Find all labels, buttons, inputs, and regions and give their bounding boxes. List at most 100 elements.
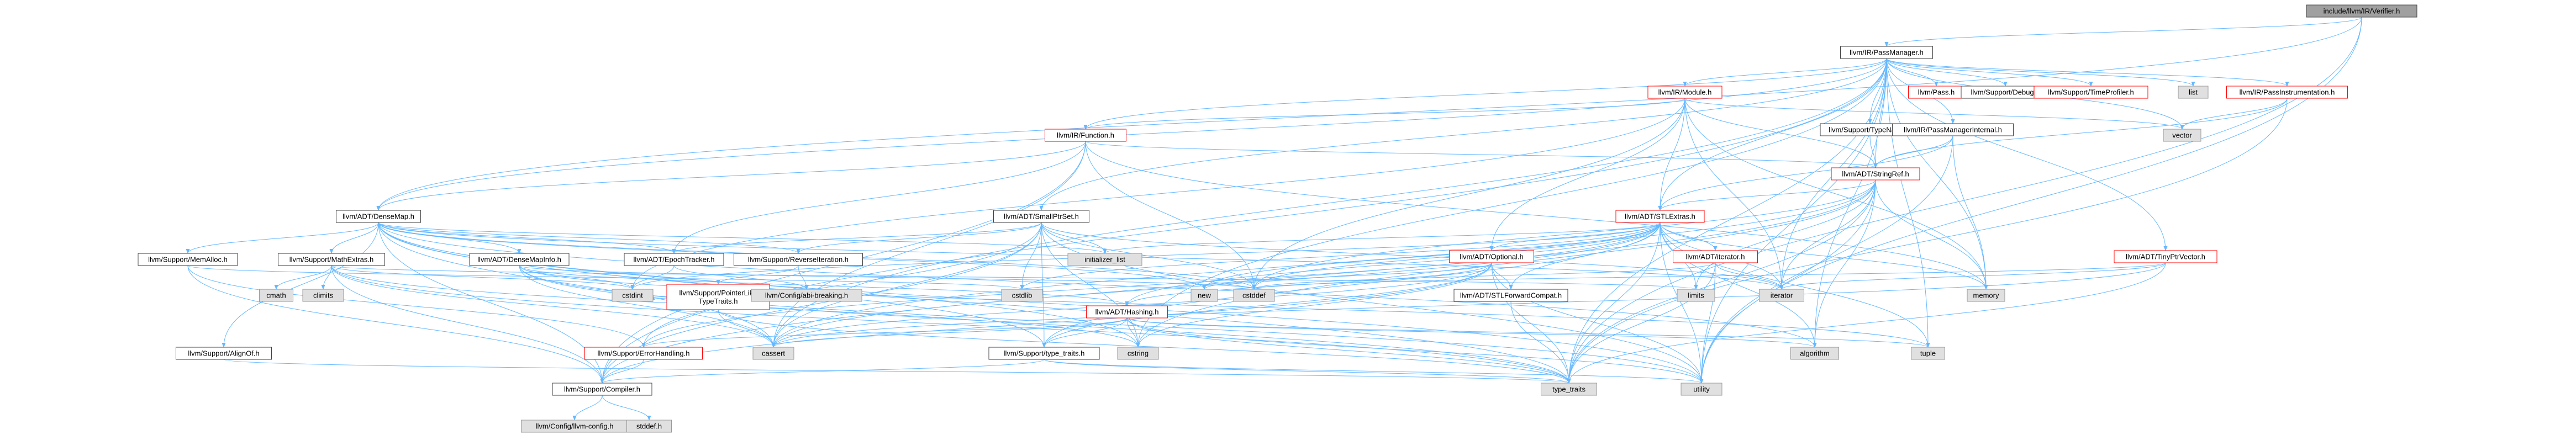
edge-densemap-to-compiler — [378, 222, 604, 384]
node-passinstr[interactable]: llvm/IR/PassInstrumentation.h — [2226, 86, 2348, 99]
node-mathextras[interactable]: llvm/Support/MathExtras.h — [278, 253, 385, 266]
edge-mathextras-to-cmath — [274, 265, 332, 290]
edge-memalloc-to-compiler — [187, 265, 604, 384]
edge-optional-to-hashing — [1125, 262, 1492, 306]
node-densemap[interactable]: llvm/ADT/DenseMap.h — [336, 210, 421, 223]
node-label: llvm/ADT/STLExtras.h — [1625, 213, 1695, 221]
node-reverseiter[interactable]: llvm/Support/ReverseIteration.h — [734, 253, 863, 266]
node-type_traits: type_traits — [1541, 383, 1597, 396]
node-new: new — [1190, 289, 1218, 302]
node-box — [584, 347, 703, 360]
edge-densemap-to-epoch — [378, 222, 676, 254]
edge-densemap-to-utility — [378, 222, 1704, 384]
edge-optional-to-typetraits_llvm — [1042, 262, 1492, 348]
node-label: climits — [313, 291, 334, 300]
node-densemapinfo[interactable]: llvm/ADT/DenseMapInfo.h — [469, 253, 570, 266]
node-box — [752, 347, 794, 360]
node-errorhandling[interactable]: llvm/Support/ErrorHandling.h — [584, 347, 703, 360]
edge-stringref-to-limits — [1694, 179, 1876, 290]
node-box — [993, 210, 1089, 223]
node-memalloc[interactable]: llvm/Support/MemAlloc.h — [138, 253, 238, 266]
edge-typetraits_llvm-to-type_traits — [1044, 359, 1571, 384]
edge-stlextras-to-new — [1202, 222, 1661, 290]
edge-stringref-to-compiler — [600, 179, 1876, 384]
node-box — [302, 289, 344, 302]
edge-densemapinfo-to-utility — [519, 265, 1704, 384]
node-box — [1117, 347, 1159, 360]
node-box — [1001, 289, 1043, 302]
edge-module-to-stringref — [1684, 98, 1878, 168]
node-box — [1967, 289, 2005, 302]
node-label: include/llvm/IR/Verifier.h — [2324, 7, 2400, 15]
edge-reverseiter-to-ptrlike — [716, 265, 799, 285]
edge-passinstr-to-stringref — [1873, 98, 2288, 168]
edge-stlextras-to-typetraits_llvm — [1042, 222, 1661, 348]
node-verifier[interactable]: include/llvm/IR/Verifier.h — [2306, 4, 2417, 18]
edge-smallptrset-to-cstdlib — [1020, 222, 1042, 290]
edge-stringref-to-memory — [1875, 179, 1988, 290]
node-box — [734, 253, 863, 266]
edge-densemap-to-cassert — [378, 222, 776, 348]
node-smallptrset[interactable]: llvm/ADT/SmallPtrSet.h — [993, 210, 1089, 223]
node-label: llvm/ADT/Hashing.h — [1095, 308, 1159, 316]
edge-stringref-to-cstddef — [1252, 179, 1876, 290]
node-typetraits_llvm[interactable]: llvm/Support/type_traits.h — [988, 347, 1100, 360]
edge-module-to-cstdint — [630, 98, 1685, 290]
node-optional[interactable]: llvm/ADT/Optional.h — [1449, 250, 1534, 263]
node-box — [1045, 129, 1126, 142]
node-box — [612, 289, 654, 302]
edge-mathextras-to-limits — [331, 265, 1698, 290]
node-module[interactable]: llvm/IR/Module.h — [1647, 86, 1722, 99]
node-cassert: cassert — [752, 347, 794, 360]
node-box — [626, 420, 672, 433]
node-compiler[interactable]: llvm/Support/Compiler.h — [552, 383, 652, 396]
edge-passmanager-to-memory — [1886, 58, 1988, 290]
node-label: llvm/Support/TypeName.h — [1829, 126, 1911, 134]
node-debug[interactable]: llvm/Support/Debug.h — [1961, 86, 2050, 99]
node-abibreak: llvm/Config/abi-breaking.h — [751, 289, 862, 302]
edge-densemapinfo-to-type_traits — [519, 265, 1571, 384]
edge-passmanager-to-tinyptrvector — [1886, 58, 2168, 251]
edge-function-to-memory — [1085, 141, 1988, 290]
edge-module-to-memory — [1684, 98, 1988, 290]
edge-ptrlike-to-cassert — [718, 309, 776, 348]
node-pass[interactable]: llvm/Pass.h — [1908, 86, 1964, 99]
node-alignof[interactable]: llvm/Support/AlignOf.h — [176, 347, 272, 360]
edge-function-to-epoch — [672, 141, 1086, 254]
node-label: llvm/Config/abi-breaking.h — [765, 291, 848, 300]
node-box — [751, 289, 862, 302]
node-pmi[interactable]: llvm/IR/PassManagerInternal.h — [1892, 123, 2014, 136]
node-epoch[interactable]: llvm/ADT/EpochTracker.h — [624, 253, 724, 266]
edge-smallptrset-to-iterator — [1041, 222, 1784, 290]
node-stlfwd[interactable]: llvm/ADT/STLForwardCompat.h — [1453, 289, 1568, 302]
edge-module-to-optional — [1489, 98, 1685, 251]
node-climits: climits — [302, 289, 344, 302]
node-stringref[interactable]: llvm/ADT/StringRef.h — [1831, 167, 1920, 181]
edge-pmi-to-stlextras — [1658, 135, 1953, 211]
edge-passmanager-to-densemap — [376, 58, 1887, 211]
edge-passmanager-to-module — [1683, 58, 1887, 87]
node-hashing[interactable]: llvm/ADT/Hashing.h — [1086, 305, 1168, 319]
node-label: llvm/Support/Debug.h — [1971, 88, 2040, 97]
node-tuple: tuple — [1911, 347, 1945, 360]
edge-passmanager-to-pass — [1886, 58, 1938, 87]
node-label: cstring — [1128, 349, 1149, 358]
node-function[interactable]: llvm/IR/Function.h — [1045, 129, 1126, 142]
node-stlextras[interactable]: llvm/ADT/STLExtras.h — [1615, 210, 1705, 223]
node-llvmconfig: llvm/Config/llvm-config.h — [521, 420, 628, 433]
edge-optional-to-cassert — [771, 262, 1492, 348]
edge-passmanager-to-algorithm — [1813, 58, 1887, 348]
edge-densemap-to-mathextras — [329, 222, 379, 254]
node-passmanager[interactable]: llvm/IR/PassManager.h — [1840, 46, 1933, 59]
node-box — [1233, 289, 1275, 302]
edge-stlextras-to-cstdlib — [1020, 222, 1661, 290]
edge-smallptrset-to-typetraits_llvm — [1041, 222, 1046, 348]
node-label: llvm/ADT/StringRef.h — [1842, 170, 1909, 178]
node-label: limits — [1688, 291, 1704, 300]
node-tinyptrvector[interactable]: llvm/ADT/TinyPtrVector.h — [2114, 250, 2217, 263]
node-box — [1615, 210, 1705, 223]
node-iterator_h[interactable]: llvm/ADT/iterator.h — [1673, 250, 1758, 263]
node-timeprofiler[interactable]: llvm/Support/TimeProfiler.h — [2034, 86, 2148, 99]
edge-iterator_h-to-type_traits — [1567, 262, 1716, 384]
node-label: llvm/Support/ReverseIteration.h — [748, 256, 849, 264]
